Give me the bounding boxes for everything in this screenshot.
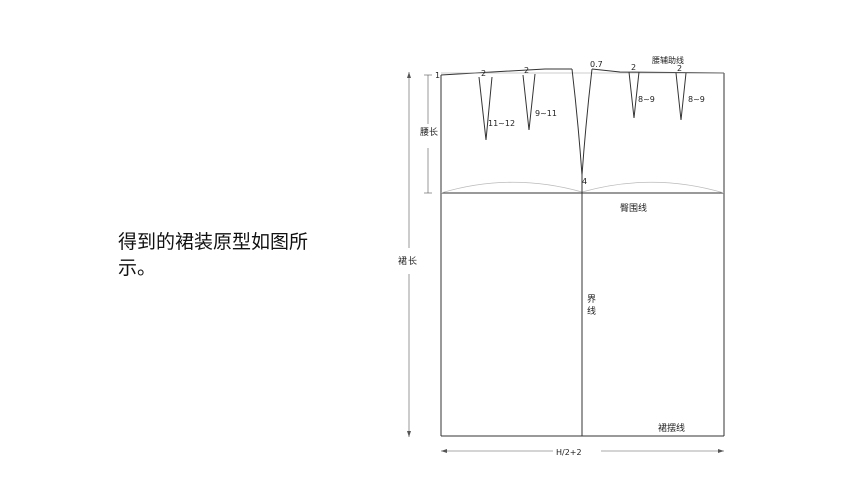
back-hip-curve bbox=[581, 181, 725, 194]
width-formula-label: H/2+2 bbox=[556, 448, 582, 457]
corner-one-label: 1 bbox=[435, 71, 440, 80]
hip-depth-label-top: 腰 bbox=[420, 127, 429, 138]
back-waist-line bbox=[591, 68, 725, 74]
dart-length-1-label: 11~12 bbox=[488, 119, 515, 128]
dart-offset-1-label: 2 bbox=[481, 69, 486, 78]
side-raise-label: 0.7 bbox=[590, 60, 603, 69]
slide-caption: 得到的裙装原型如图所示。 bbox=[118, 231, 309, 279]
back-dart-2 bbox=[675, 72, 687, 121]
dart-length-3-label: 8~9 bbox=[638, 95, 655, 104]
side-line-label-top: 界 bbox=[587, 294, 596, 305]
skirt-length-label-top: 裙 bbox=[398, 255, 407, 267]
side-line-label-bottom: 线 bbox=[587, 305, 596, 317]
waist-aux-line-label: 腰辅助线 bbox=[652, 55, 684, 65]
side-depth-label: 4 bbox=[582, 177, 587, 186]
hem-line-label: 裙摆线 bbox=[658, 422, 685, 434]
front-dart-1 bbox=[478, 76, 493, 141]
back-side-curve bbox=[581, 68, 593, 176]
hip-depth-label-bottom: 长 bbox=[429, 126, 438, 138]
front-side-curve bbox=[571, 68, 583, 176]
dart-length-2-label: 9~11 bbox=[535, 109, 557, 118]
front-waist-line bbox=[440, 68, 572, 76]
front-dart-2 bbox=[522, 73, 536, 131]
hip-line-label: 臀围线 bbox=[620, 202, 647, 214]
front-hip-curve bbox=[440, 181, 583, 194]
dart-offset-4-label: 2 bbox=[677, 64, 682, 73]
back-dart-1 bbox=[628, 71, 640, 119]
dart-length-4-label: 8~9 bbox=[688, 95, 705, 104]
skirt-length-label-bottom: 长 bbox=[408, 255, 417, 267]
dart-offset-2-label: 2 bbox=[524, 66, 529, 75]
dart-offset-3-label: 2 bbox=[631, 63, 636, 72]
